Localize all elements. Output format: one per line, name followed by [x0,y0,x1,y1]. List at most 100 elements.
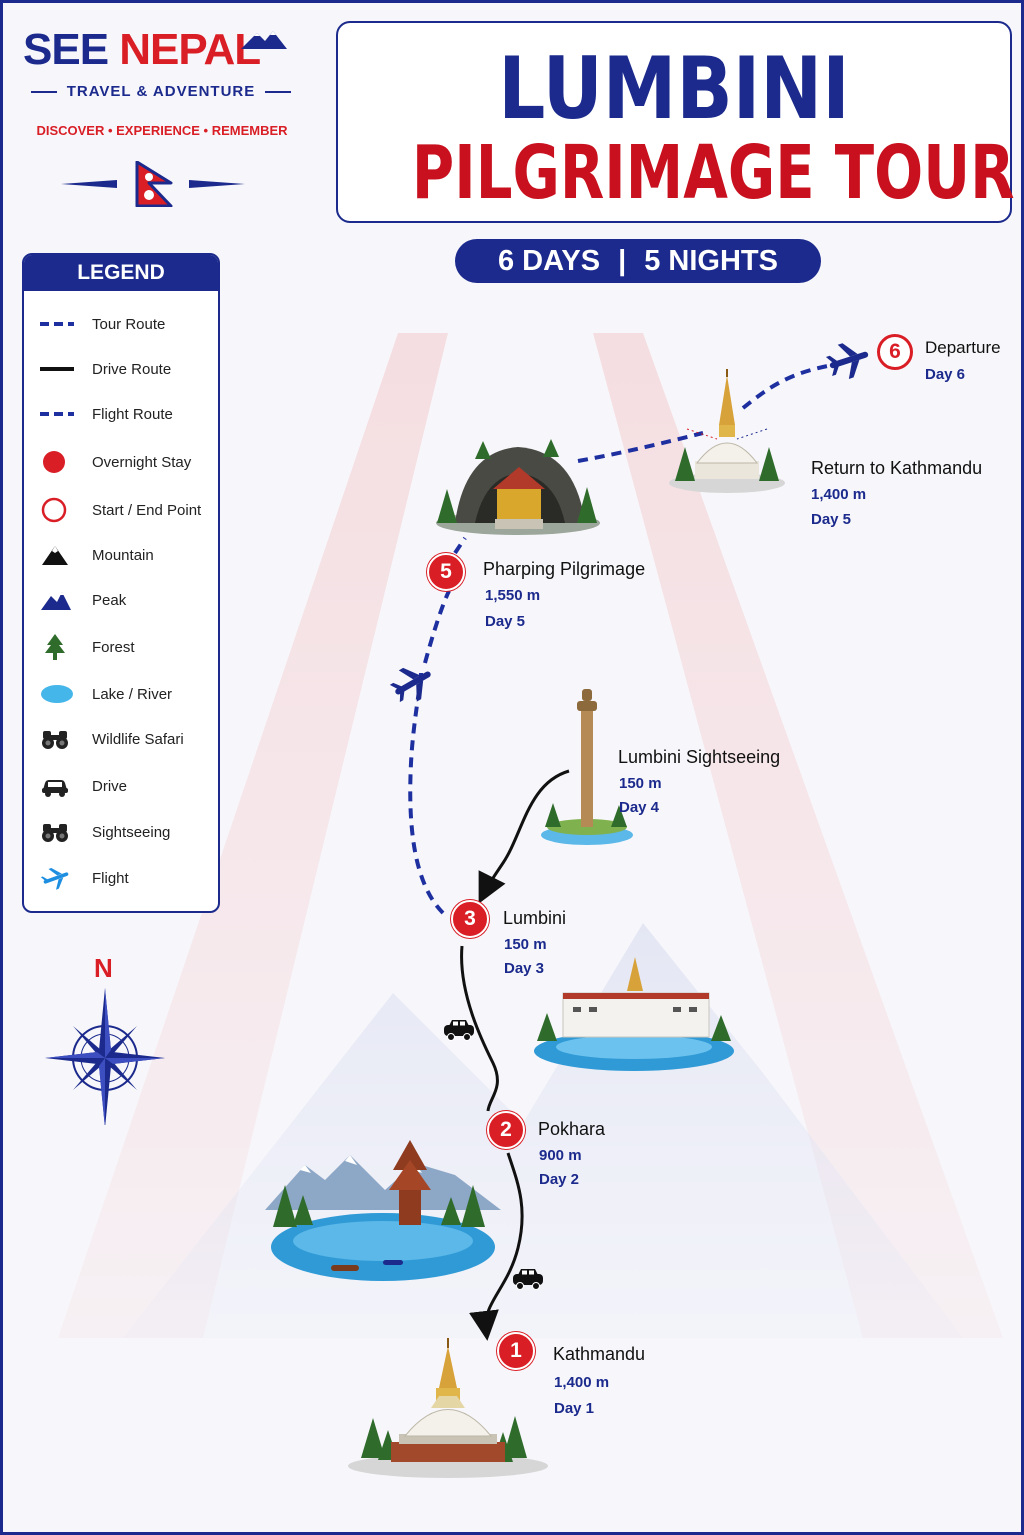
lake-icon [40,679,80,709]
stop-day-kathmandu: Day 1 [554,1400,595,1417]
red-dot-icon [40,447,80,477]
brand-tagline-text: TRAVEL & ADVENTURE [66,83,256,100]
plane-icon [825,343,869,379]
legend-panel: LEGEND Tour Route Drive Route Flight Rou… [22,253,220,913]
peak-icon [40,585,80,615]
ashoka-pillar-illustration [541,689,633,845]
legend-header: LEGEND [24,255,218,291]
mountain-logo-icon [241,31,287,49]
stop-day-departure: Day 6 [925,366,966,383]
car-icon [40,771,80,801]
compass-rose-icon [45,988,165,1125]
stop-altitude-lumbini-sightseeing: 150 m [619,775,662,792]
legend-item: Sightseeing [40,817,216,847]
legend-item: Drive [40,771,216,801]
dashed-line-icon [40,399,80,429]
title-box: LUMBINI PILGRIMAGE TOUR [336,21,1015,223]
duration-separator: | [618,244,627,277]
stop-altitude-pokhara: 900 m [539,1147,582,1164]
tagline-rule-left [30,90,57,93]
tree-icon [40,632,80,662]
legend-item: Lake / River [40,679,216,709]
legend-label: Lake / River [92,685,173,703]
stop-day-lumbini-sightseeing: Day 4 [619,799,660,816]
drive-route-lumbini-pokhara [460,945,499,1112]
stop-name-departure: Departure [925,338,1001,357]
stop-badge-5: 5 [427,553,465,591]
stop-badge-3: 3 [451,900,489,938]
stop-day-pharping: Day 5 [485,613,526,630]
legend-item: Wildlife Safari [40,724,216,754]
legend-label: Tour Route [92,315,166,333]
stop-badge-1: 1 [497,1332,535,1370]
brand-name-part1: SEE [23,25,109,74]
stop-altitude-pharping: 1,550 m [485,587,541,604]
brand-tagline: TRAVEL & ADVENTURE [25,83,297,100]
legend-label: Wildlife Safari [92,730,184,748]
stop-day-return-kathmandu: Day 5 [811,511,852,528]
tagline-rule-right [265,90,292,93]
pokhara-lake-illustration [265,1140,501,1281]
plane-icon [40,863,80,893]
legend-label: Flight [92,869,129,887]
stop-name-lumbini: Lumbini [503,908,567,928]
stop-badge-6: 6 [877,334,913,370]
brand-name-part2: NEPAL [119,25,261,74]
stop-name-kathmandu: Kathmandu [553,1344,646,1364]
lumbini-monastery-illustration [534,957,734,1071]
legend-item: Flight Route [40,399,216,429]
flight-route-lumbini-pharping [408,672,445,915]
boudhanath-stupa-illustration [348,1338,548,1478]
legend-item: Flight [40,863,216,893]
stop-name-lumbini-sightseeing: Lumbini Sightseeing [618,747,781,767]
stop-badge-2: 2 [487,1111,525,1149]
stop-altitude-lumbini: 150 m [504,936,547,953]
title-main: LUMBINI [498,39,850,139]
dashed-line-icon [40,309,80,339]
legend-item: Tour Route [40,309,216,339]
duration-nights: 5 NIGHTS [644,244,778,277]
kathmandu-stupa-illustration [669,369,785,493]
legend-label: Sightseeing [92,823,171,841]
legend-item: Mountain [40,540,216,570]
nepal-flag-icon [61,161,245,207]
solid-line-icon [40,354,80,384]
legend-label: Drive [92,777,128,795]
legend-label: Forest [92,638,135,656]
stop-name-pharping: Pharping Pilgrimage [483,559,646,579]
pharping-cave-temple-illustration [436,439,600,535]
flight-route-approach-pharping [423,590,451,664]
car-icon [513,1269,543,1290]
flight-route-departure [741,363,834,410]
binoculars-icon [40,724,80,754]
mountain-icon [40,540,80,570]
duration-days: 6 DAYS [498,244,601,277]
stop-day-pokhara: Day 2 [539,1171,580,1188]
tour-route-to-pharping-site [453,536,467,555]
car-icon [444,1020,474,1041]
title-sub: PILGRIMAGE TOUR [411,130,1015,216]
legend-item: Forest [40,632,216,662]
legend-item: Overnight Stay [40,447,216,477]
legend-label: Flight Route [92,405,173,423]
stop-altitude-return-kathmandu: 1,400 m [811,486,867,503]
stop-altitude-kathmandu: 1,400 m [554,1374,610,1391]
binoculars-icon [40,817,80,847]
legend-label: Start / End Point [92,501,202,519]
stop-name-return-kathmandu: Return to Kathmandu [811,458,983,478]
plane-icon [389,667,431,703]
stop-name-pokhara: Pokhara [538,1119,606,1139]
brand-motto: DISCOVER • EXPERIENCE • REMEMBER [36,123,288,138]
stop-day-lumbini: Day 3 [504,960,545,977]
red-ring-icon [40,495,80,525]
legend-label: Peak [92,591,127,609]
drive-route-pokhara-kathmandu [469,1152,524,1341]
legend-item: Drive Route [40,354,216,384]
route-layer [389,343,869,1341]
compass-north-label: N [94,953,113,983]
sightseeing-route [478,769,570,904]
duration-pill: 6 DAYS | 5 NIGHTS [455,239,821,283]
legend-label: Overnight Stay [92,453,192,471]
brand-logo-text: SEE NEPAL [23,25,261,75]
